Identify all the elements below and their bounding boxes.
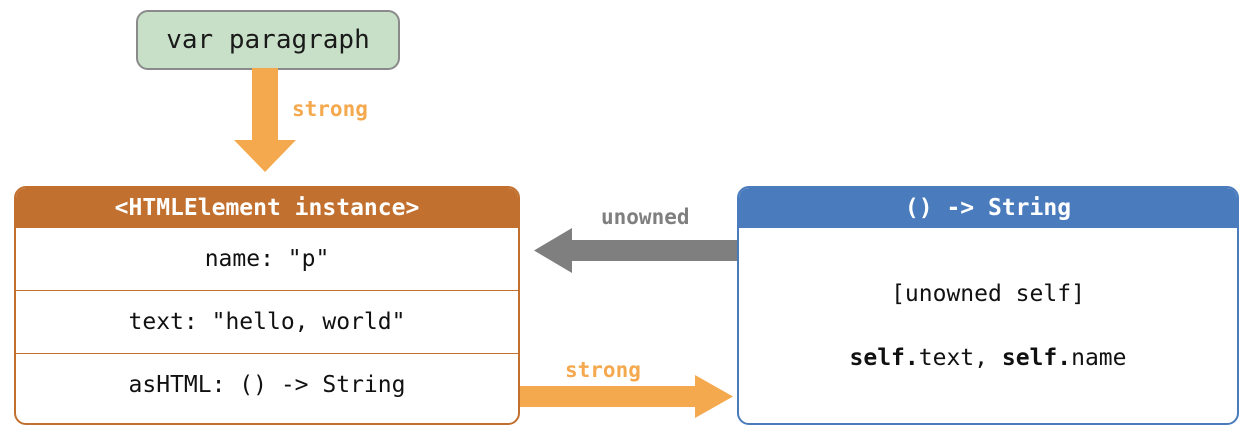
- arrow-label-unowned-closure-to-instance: unowned: [601, 205, 690, 229]
- instance-box-header: <HTMLElement instance>: [16, 188, 518, 228]
- closure-box-body: [unowned self] self.text, self.name: [739, 228, 1237, 423]
- strong-arrow-down-shape: [234, 68, 296, 172]
- instance-property-ashtml: asHTML: () -> String: [16, 353, 518, 416]
- closure-member-name: name: [1071, 344, 1127, 371]
- closure-member-text: text,: [918, 344, 1002, 371]
- closure-self-keyword-2: self.: [1001, 344, 1072, 371]
- arrow-label-strong-variable-to-instance: strong: [292, 97, 368, 121]
- closure-box: () -> String [unowned self] self.text, s…: [737, 186, 1239, 425]
- variable-label: var paragraph: [166, 25, 370, 55]
- closure-self-keyword-1: self.: [849, 344, 919, 371]
- closure-box-header: () -> String: [739, 188, 1237, 228]
- closure-capture-list: [unowned self]: [891, 280, 1085, 307]
- closure-body-expression: self.text, self.name: [850, 345, 1127, 371]
- instance-property-name: name: "p": [204, 246, 330, 272]
- instance-box: <HTMLElement instance> name: "p" text: "…: [14, 186, 520, 425]
- instance-property-text: text: "hello, world": [16, 290, 518, 353]
- variable-node-paragraph: var paragraph: [136, 10, 400, 70]
- arrow-label-strong-instance-to-closure: strong: [565, 358, 641, 382]
- unowned-arrow-left-shape: [534, 228, 738, 273]
